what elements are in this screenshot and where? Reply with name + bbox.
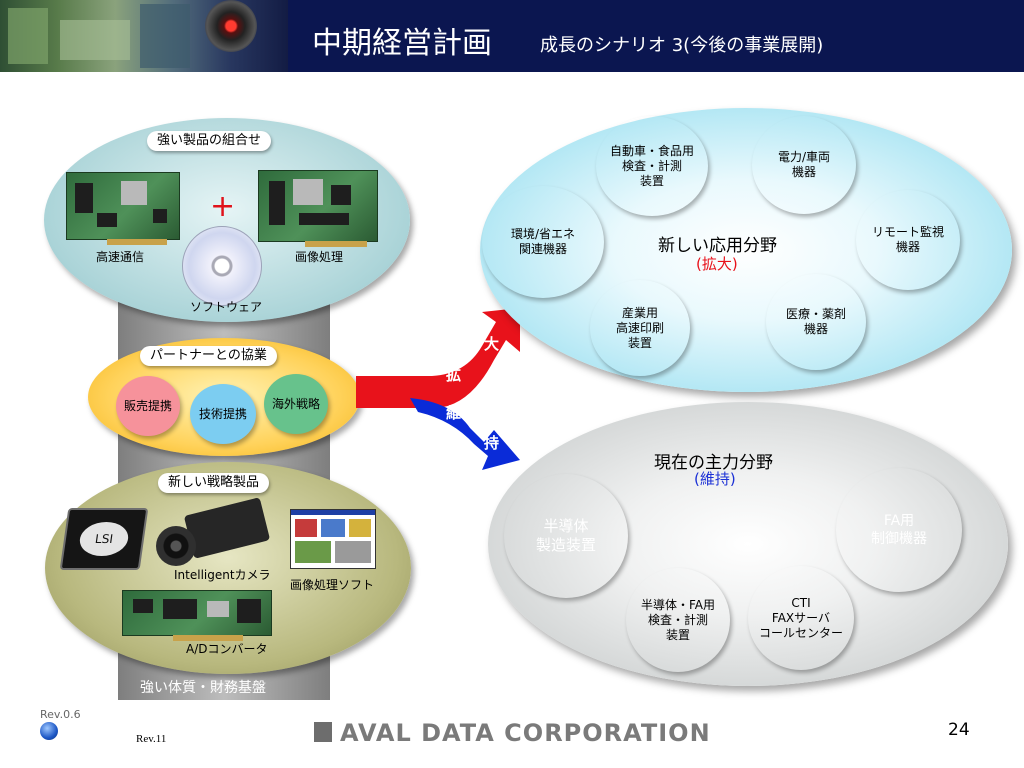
expand-arrow [356, 308, 520, 408]
revision-bottom: Rev.11 [136, 733, 167, 745]
overseas-strategy-circle: 海外戦略 [264, 374, 328, 434]
page-number: 24 [948, 720, 970, 740]
tech-alliance-label: 技術提携 [198, 406, 247, 421]
software-cd-icon [182, 226, 262, 306]
company-logo-text: AVAL DATA CORPORATION [340, 719, 711, 747]
cti-fax-callcenter-circle: CTI FAXサーバ コールセンター [748, 566, 854, 670]
fa-control-label: FA用 制御機器 [871, 513, 927, 547]
high-speed-comm-board [66, 172, 180, 245]
current-fields-ellipse [488, 402, 1008, 686]
auto-food-inspection-label: 自動車・食品用 検査・計測 装置 [609, 143, 694, 188]
maintain-char-1: 維 [446, 404, 462, 422]
industrial-printing-circle: 産業用 高速印刷 装置 [590, 280, 690, 376]
company-logo-icon [314, 722, 332, 742]
new-fields-subtitle: (拡大) [696, 255, 738, 273]
auto-food-inspection-circle: 自動車・食品用 検査・計測 装置 [596, 116, 708, 216]
new-fields-ellipse [480, 108, 1012, 392]
header-photo [0, 0, 288, 72]
image-processing-label: 画像処理 [295, 250, 344, 264]
revision-top: Rev.0.6 [40, 708, 81, 721]
semiconductor-fa-inspection-label: 半導体・FA用 検査・計測 装置 [640, 597, 715, 642]
remote-monitoring-label: リモート監視 機器 [871, 225, 944, 254]
semiconductor-fa-inspection-circle: 半導体・FA用 検査・計測 装置 [626, 568, 730, 672]
maintain-char-2: 持 [484, 434, 500, 452]
current-fields-subtitle: (維持) [694, 470, 736, 488]
remote-monitoring-circle: リモート監視 機器 [856, 190, 960, 290]
maintain-arrow [410, 398, 520, 470]
strong-products-title: 強い製品の組合せ [147, 131, 272, 151]
intelligent-camera-label: Intelligentカメラ [174, 568, 271, 582]
ad-converter-label: A/Dコンバータ [186, 642, 268, 656]
power-vehicle-circle: 電力/車両 機器 [752, 116, 856, 214]
semiconductor-equipment-circle: 半導体 製造装置 [504, 474, 628, 598]
sales-alliance-circle: 販売提携 [116, 376, 180, 436]
environment-energy-circle: 環境/省エネ 関連機器 [482, 186, 604, 298]
expand-char-1: 大 [484, 335, 500, 353]
environment-energy-label: 環境/省エネ 関連機器 [510, 227, 576, 256]
overseas-strategy-label: 海外戦略 [271, 396, 320, 411]
current-fields-title: 現在の主力分野 [654, 453, 773, 473]
industrial-printing-label: 産業用 高速印刷 装置 [615, 305, 664, 350]
image-software-label: 画像処理ソフト [290, 578, 375, 592]
cti-fax-callcenter-label: CTI FAXサーバ コールセンター [758, 595, 843, 640]
medical-pharma-circle: 医療・薬剤 機器 [766, 274, 866, 370]
plus-sign: + [210, 189, 236, 224]
strong-finance-base-label: 強い体質・財務基盤 [140, 680, 266, 696]
page-subtitle: 成長のシナリオ 3(今後の事業展開) [540, 35, 824, 56]
strategic-products-title: 新しい戦略製品 [158, 473, 270, 493]
image-processing-board [258, 170, 378, 247]
medical-pharma-label: 医療・薬剤 機器 [785, 307, 846, 336]
power-vehicle-label: 電力/車両 機器 [777, 150, 831, 179]
software-label: ソフトウェア [190, 300, 263, 314]
camera-icon [156, 526, 196, 566]
tech-alliance-circle: 技術提携 [190, 384, 256, 444]
software-screenshot [290, 509, 376, 569]
sales-alliance-label: 販売提携 [123, 398, 172, 413]
expand-char-2: 拡 [446, 366, 462, 384]
ad-converter-board [122, 590, 272, 641]
new-fields-title: 新しい応用分野 [658, 236, 777, 256]
fa-control-circle: FA用 制御機器 [836, 468, 962, 592]
semiconductor-equipment-label: 半導体 製造装置 [535, 517, 596, 554]
partner-title: パートナーとの協業 [140, 346, 277, 366]
high-speed-comm-label: 高速通信 [96, 250, 145, 264]
globe-icon [40, 722, 58, 740]
page-title: 中期経営計画 [312, 26, 492, 61]
